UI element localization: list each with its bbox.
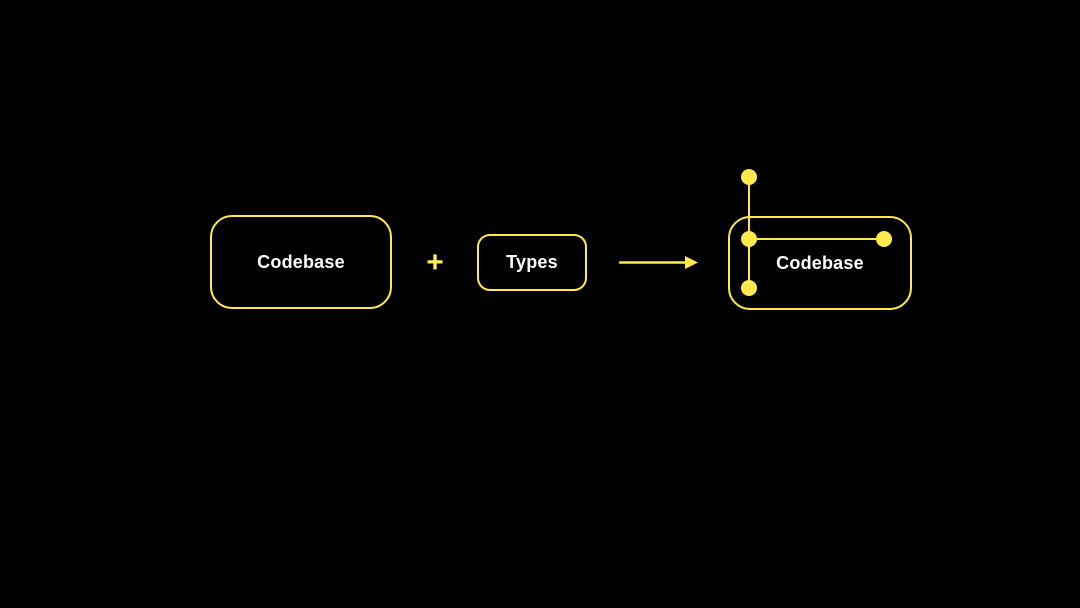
codebase-right-label: Codebase [776, 252, 864, 273]
codebase-box-left: Codebase [210, 215, 392, 309]
plus-operator: + [426, 246, 444, 279]
codebase-left-label: Codebase [257, 251, 345, 272]
arrow-right-icon [618, 256, 698, 269]
codebase-box-right: Codebase [728, 216, 912, 310]
graph-node-dot-top [741, 169, 757, 185]
types-label: Types [506, 252, 558, 272]
types-box: Types [477, 234, 587, 291]
